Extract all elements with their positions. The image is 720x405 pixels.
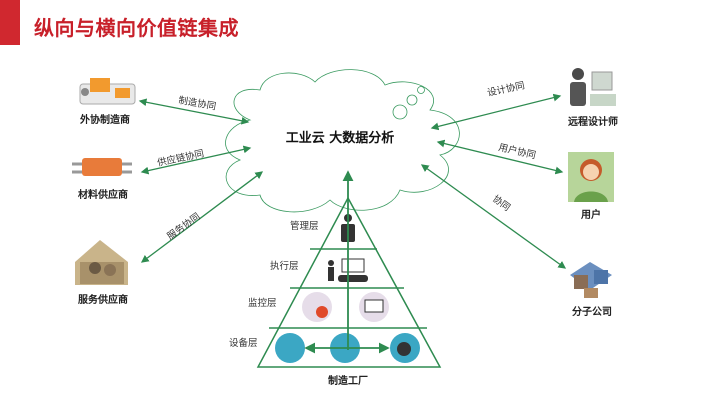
layer-label: 执行层 [270,260,299,272]
node-label: 用户 [580,208,601,221]
arrow-branch [420,164,567,269]
factory-machine-icon [79,78,136,105]
link-label: 设计协同 [486,79,526,99]
layer-label: 管理层 [290,220,319,232]
node-label: 远程设计师 [568,115,618,128]
equipment-window-icon [275,333,305,363]
arrow-supply [140,145,252,175]
link-label: 服务协同 [165,210,203,242]
engineer-gear-icon [302,292,332,322]
material-component-icon [72,158,132,176]
cloud [225,69,460,213]
node-label: 分子公司 [572,305,612,318]
factory-label: 制造工厂 [328,374,368,387]
user-avatar-icon [568,152,614,202]
layer-label: 监控层 [248,297,277,309]
designer-computer-icon [570,68,616,106]
node-label: 服务供应商 [78,293,128,306]
page-title: 纵向与横向价值链集成 [34,16,239,40]
link-label: 协同 [490,193,512,214]
branch-buildings-icon [570,262,612,298]
arrow-design [430,93,562,131]
title-accent-bar [0,0,20,45]
arrow-manufacturing [138,98,250,125]
layer-label: 设备层 [229,337,258,349]
node-label: 材料供应商 [78,188,128,201]
service-house-icon [75,240,128,285]
node-label: 外协制造商 [79,113,130,126]
arrow-service [140,171,264,263]
cloud-label: 工业云 大数据分析 [286,130,395,146]
link-label: 供应链协同 [156,147,205,169]
